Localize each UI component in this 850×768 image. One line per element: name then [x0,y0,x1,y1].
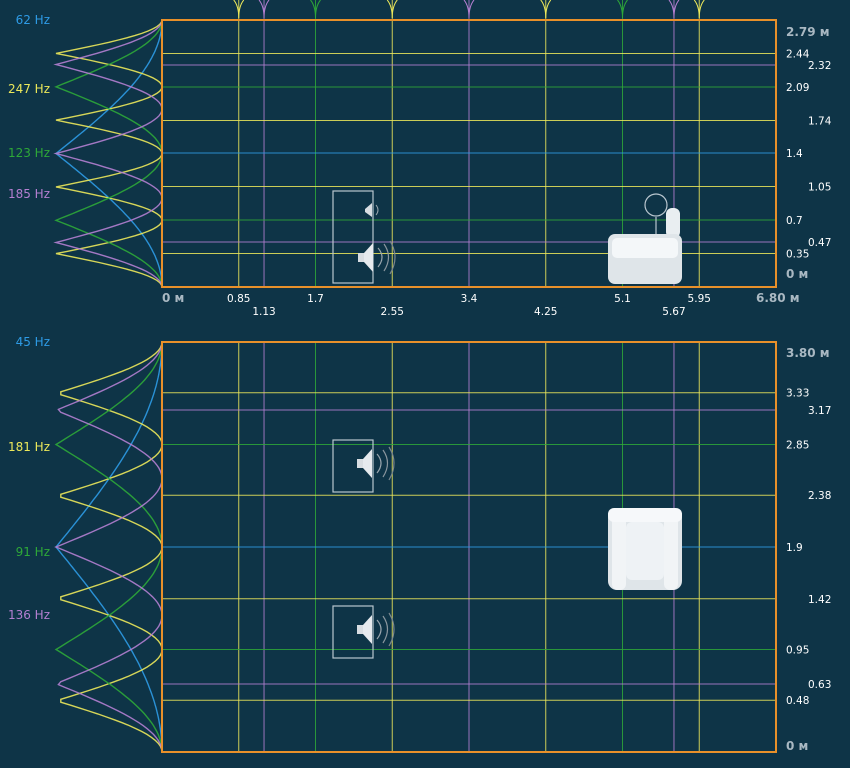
top-view-labels: 3.33 3.17 2.85 2.38 1.9 1.42 0.95 0.63 0.48 3.80 … [8,335,831,753]
side-mode-label: 185 Hz [8,187,50,201]
side-zero-y-label: 0 м [786,267,808,281]
side-x-tick-label: 1.13 [252,306,275,318]
top-mode-label: 91 Hz [16,545,50,559]
listener-head-icon [644,193,668,217]
side-x-tick-label: 3.4 [461,293,478,305]
side-y-tick-label: 2.32 [808,60,831,72]
side-x-tick-label: 5.67 [662,306,685,318]
side-y-tick-label: 2.44 [786,48,810,60]
side-x-node-marker [693,0,705,19]
top-view-objects [332,439,682,659]
top-y-tick-label: 3.33 [786,388,809,400]
side-x-tick-label: 4.25 [534,306,557,318]
top-width-label: 3.80 м [786,346,830,360]
top-mode-label: 181 Hz [8,440,50,454]
side-view-mode-curves [53,19,163,288]
top-room-outline [161,341,777,753]
side-x-tick-label: 1.7 [307,293,324,305]
top-view-frame [161,341,777,753]
armchair-top-icon[interactable] [608,508,682,590]
side-x-node-marker [310,0,321,19]
side-x-node-marker [463,0,475,19]
side-x-tick-label: 2.55 [381,306,404,318]
side-y-tick-label: 1.74 [808,115,832,127]
side-mode-label: 123 Hz [8,146,50,160]
side-mode-curve [53,19,163,288]
top-y-tick-label: 0.48 [786,695,809,707]
side-y-tick-label: 1.4 [786,148,803,160]
side-height-label: 2.79 м [786,25,830,39]
side-x-node-marker [617,0,628,19]
side-view-grid [162,0,776,287]
speaker-cabinet[interactable] [332,190,374,284]
side-room-outline [161,19,777,288]
top-y-tick-label: 0.63 [808,679,831,691]
woofer-icon [358,240,396,275]
top-zero-y-label: 0 м [786,739,808,753]
top-mode-curve [60,341,163,753]
side-x-tick-label: 5.1 [614,293,631,305]
top-y-tick-label: 1.9 [786,542,803,554]
side-view-objects [332,190,682,284]
side-mode-label: 62 Hz [16,13,50,27]
armchair-side-icon[interactable] [608,193,682,284]
side-mode-label: 247 Hz [8,82,50,96]
top-y-tick-label: 3.17 [808,405,831,417]
side-x-node-marker [258,0,270,19]
top-y-tick-label: 0.95 [786,645,809,657]
side-y-tick-label: 0.47 [808,237,831,249]
top-view-grid [162,342,776,752]
side-view-frame [161,19,777,288]
side-y-tick-label: 0.35 [786,249,809,261]
speaker-right-top[interactable] [332,605,395,659]
top-y-tick-label: 2.85 [786,440,809,452]
tweeter-icon [365,203,379,217]
side-zero-x-label: 0 м [162,291,184,305]
side-x-node-marker [540,0,552,19]
top-view-mode-curves [54,341,163,753]
side-x-node-marker [386,0,398,19]
side-y-tick-label: 2.09 [786,82,809,94]
side-y-tick-label: 1.05 [808,182,831,194]
top-y-tick-label: 2.38 [808,490,831,502]
top-mode-curve [54,341,163,753]
top-mode-label: 136 Hz [8,608,50,622]
speaker-left-top[interactable] [332,439,395,493]
side-x-tick-label: 5.95 [688,293,711,305]
side-view-labels: 0.851.13 1.7 2.55 3.4 4.25 5.1 5.675.95 2.442.3… [8,13,832,318]
top-mode-label: 45 Hz [16,335,50,349]
side-length-label: 6.80 м [756,291,800,305]
side-x-node-marker [668,0,680,19]
side-y-tick-label: 0.7 [786,215,803,227]
side-x-node-marker [233,0,245,19]
top-y-tick-label: 1.42 [808,594,831,606]
side-x-tick-label: 0.85 [227,293,250,305]
